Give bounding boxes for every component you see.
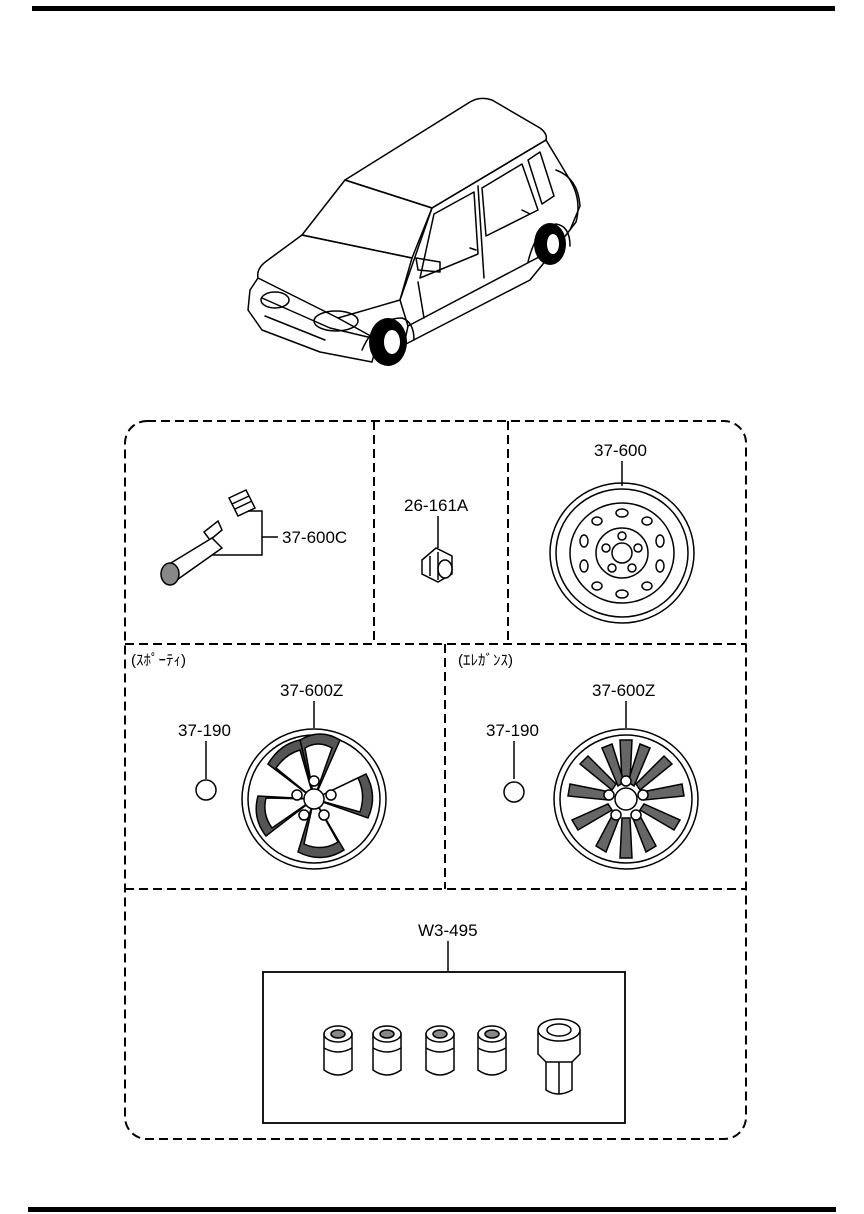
- elegance-ornament-part-number: 37-190: [486, 721, 539, 740]
- car-illustration: [247, 97, 581, 363]
- lock-nut-1: [323, 1025, 353, 1076]
- lock-nut-set-part-number: W3-495: [418, 921, 478, 940]
- valve-stem-drawing: [160, 489, 257, 586]
- lock-nut-drawings: [323, 1018, 581, 1095]
- nut-part-number: 26-161A: [404, 496, 469, 515]
- elegance-ornament-drawing: [503, 781, 525, 803]
- sporty-section-label: (ｽﾎﾟｰﾃｨ): [131, 652, 186, 669]
- valve-leader: [212, 510, 278, 556]
- bottom-rule: [28, 1207, 836, 1212]
- sporty-ornament-drawing: [195, 779, 217, 801]
- lock-nut-3: [425, 1025, 455, 1076]
- rear-tire-hub: [547, 234, 559, 254]
- elegance-wheel-drawing: [553, 728, 699, 870]
- steel-wheel-drawing: [549, 482, 695, 624]
- lock-nut-2: [372, 1025, 402, 1076]
- lock-nut-key: [537, 1018, 581, 1095]
- wheel-nut-drawing: [421, 547, 453, 583]
- top-rule: [32, 6, 835, 11]
- parts-frame: [124, 420, 747, 1140]
- sporty-ornament-part-number: 37-190: [178, 721, 231, 740]
- lock-nut-set-box: [262, 971, 626, 1124]
- elegance-section-label: (ｴﾚｶﾞﾝｽ): [458, 652, 513, 669]
- lock-nut-4: [477, 1025, 507, 1076]
- front-tire-hub: [384, 330, 400, 354]
- sporty-wheel-drawing: [241, 728, 387, 870]
- elegance-wheel-part-number: 37-600Z: [592, 681, 655, 700]
- valve-part-number: 37-600C: [282, 528, 347, 547]
- steel-wheel-part-number: 37-600: [594, 441, 647, 460]
- sporty-wheel-part-number: 37-600Z: [280, 681, 343, 700]
